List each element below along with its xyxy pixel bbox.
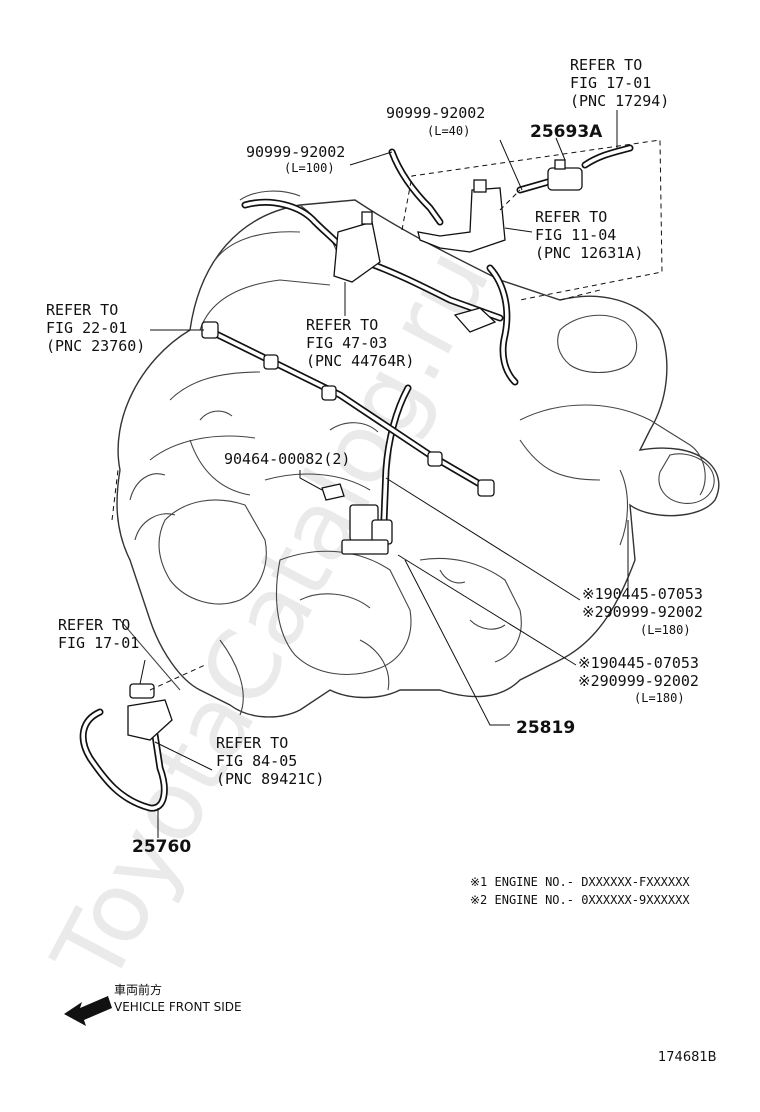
label-refer-17-01-top: REFER TO FIG 17-01 (PNC 17294) (570, 56, 669, 110)
reference-outlines (111, 139, 663, 691)
bracket-47-03 (333, 221, 381, 283)
bracket-11-04 (417, 187, 506, 253)
label-note-group-2: ※190445-07053 ※290999-92002 (L=180) (578, 654, 699, 705)
svg-text:REFER TO: REFER TO (535, 208, 607, 226)
svg-text:※190445-07053: ※190445-07053 (578, 654, 699, 672)
label-hose-l100-length: (L=100) (284, 161, 335, 175)
sensor-17-01 (129, 683, 155, 699)
fuel-rail-fitting (201, 321, 219, 339)
front-arrow-icon (64, 996, 112, 1026)
clip-90464 (321, 483, 345, 501)
label-refer-17-01-left: REFER TO FIG 17-01 (58, 616, 139, 652)
svg-text:REFER TO: REFER TO (306, 316, 378, 334)
figure-id: 174681B (658, 1050, 717, 1065)
svg-text:REFER TO: REFER TO (46, 301, 118, 319)
label-note-group-1: ※190445-07053 ※290999-92002 (L=180) (582, 585, 703, 637)
svg-text:(PNC 12631A): (PNC 12631A) (535, 244, 643, 262)
svg-text:FIG 47-03: FIG 47-03 (306, 334, 387, 352)
svg-text:※190445-07053: ※190445-07053 (582, 585, 703, 603)
engine-note-2: ※2 ENGINE NO.- 0XXXXXX-9XXXXXX (470, 893, 690, 907)
svg-text:(L=180): (L=180) (640, 623, 691, 637)
svg-text:FIG 17-01: FIG 17-01 (58, 634, 139, 652)
svg-text:REFER TO: REFER TO (216, 734, 288, 752)
sensor-84-05 (127, 699, 173, 741)
svg-text:FIG 17-01: FIG 17-01 (570, 74, 651, 92)
label-refer-22-01: REFER TO FIG 22-01 (PNC 23760) (46, 301, 145, 355)
svg-text:FIG 84-05: FIG 84-05 (216, 752, 297, 770)
svg-text:※290999-92002: ※290999-92002 (582, 603, 703, 621)
svg-text:(L=180): (L=180) (634, 691, 685, 705)
svg-text:FIG 22-01: FIG 22-01 (46, 319, 127, 337)
label-hose-l40-length: (L=40) (427, 124, 470, 138)
label-refer-47-03: REFER TO FIG 47-03 (PNC 44764R) (306, 316, 414, 370)
svg-text:(PNC 44764R): (PNC 44764R) (306, 352, 414, 370)
front-label-jp: 車両前方 (114, 982, 162, 997)
label-part-25760: 25760 (132, 837, 191, 857)
svg-text:(PNC 89421C): (PNC 89421C) (216, 770, 324, 788)
svg-text:(PNC 23760): (PNC 23760) (46, 337, 145, 355)
label-hose-l40-part: 90999-92002 (386, 104, 485, 122)
label-part-25819: 25819 (516, 718, 575, 738)
label-clip-part: 90464-00082(2) (224, 450, 350, 468)
leader-lines (139, 110, 629, 838)
label-refer-84-05: REFER TO FIG 84-05 (PNC 89421C) (216, 734, 324, 788)
engine-note-1: ※1 ENGINE NO.- DXXXXXX-FXXXXXX (470, 875, 690, 889)
label-part-25693a: 25693A (530, 122, 603, 142)
svg-text:(PNC 17294): (PNC 17294) (570, 92, 669, 110)
svg-text:FIG 11-04: FIG 11-04 (535, 226, 616, 244)
components (127, 159, 583, 741)
label-refer-11-04: REFER TO FIG 11-04 (PNC 12631A) (535, 208, 643, 262)
front-label-en: VEHICLE FRONT SIDE (114, 1000, 242, 1014)
svg-text:REFER TO: REFER TO (58, 616, 130, 634)
vsv-valve-25693a (547, 167, 583, 191)
svg-text:※290999-92002: ※290999-92002 (578, 672, 699, 690)
vehicle-front-indicator: 車両前方 VEHICLE FRONT SIDE (64, 982, 242, 1026)
svg-text:REFER TO: REFER TO (570, 56, 642, 74)
label-hose-l100-part: 90999-92002 (246, 143, 345, 161)
